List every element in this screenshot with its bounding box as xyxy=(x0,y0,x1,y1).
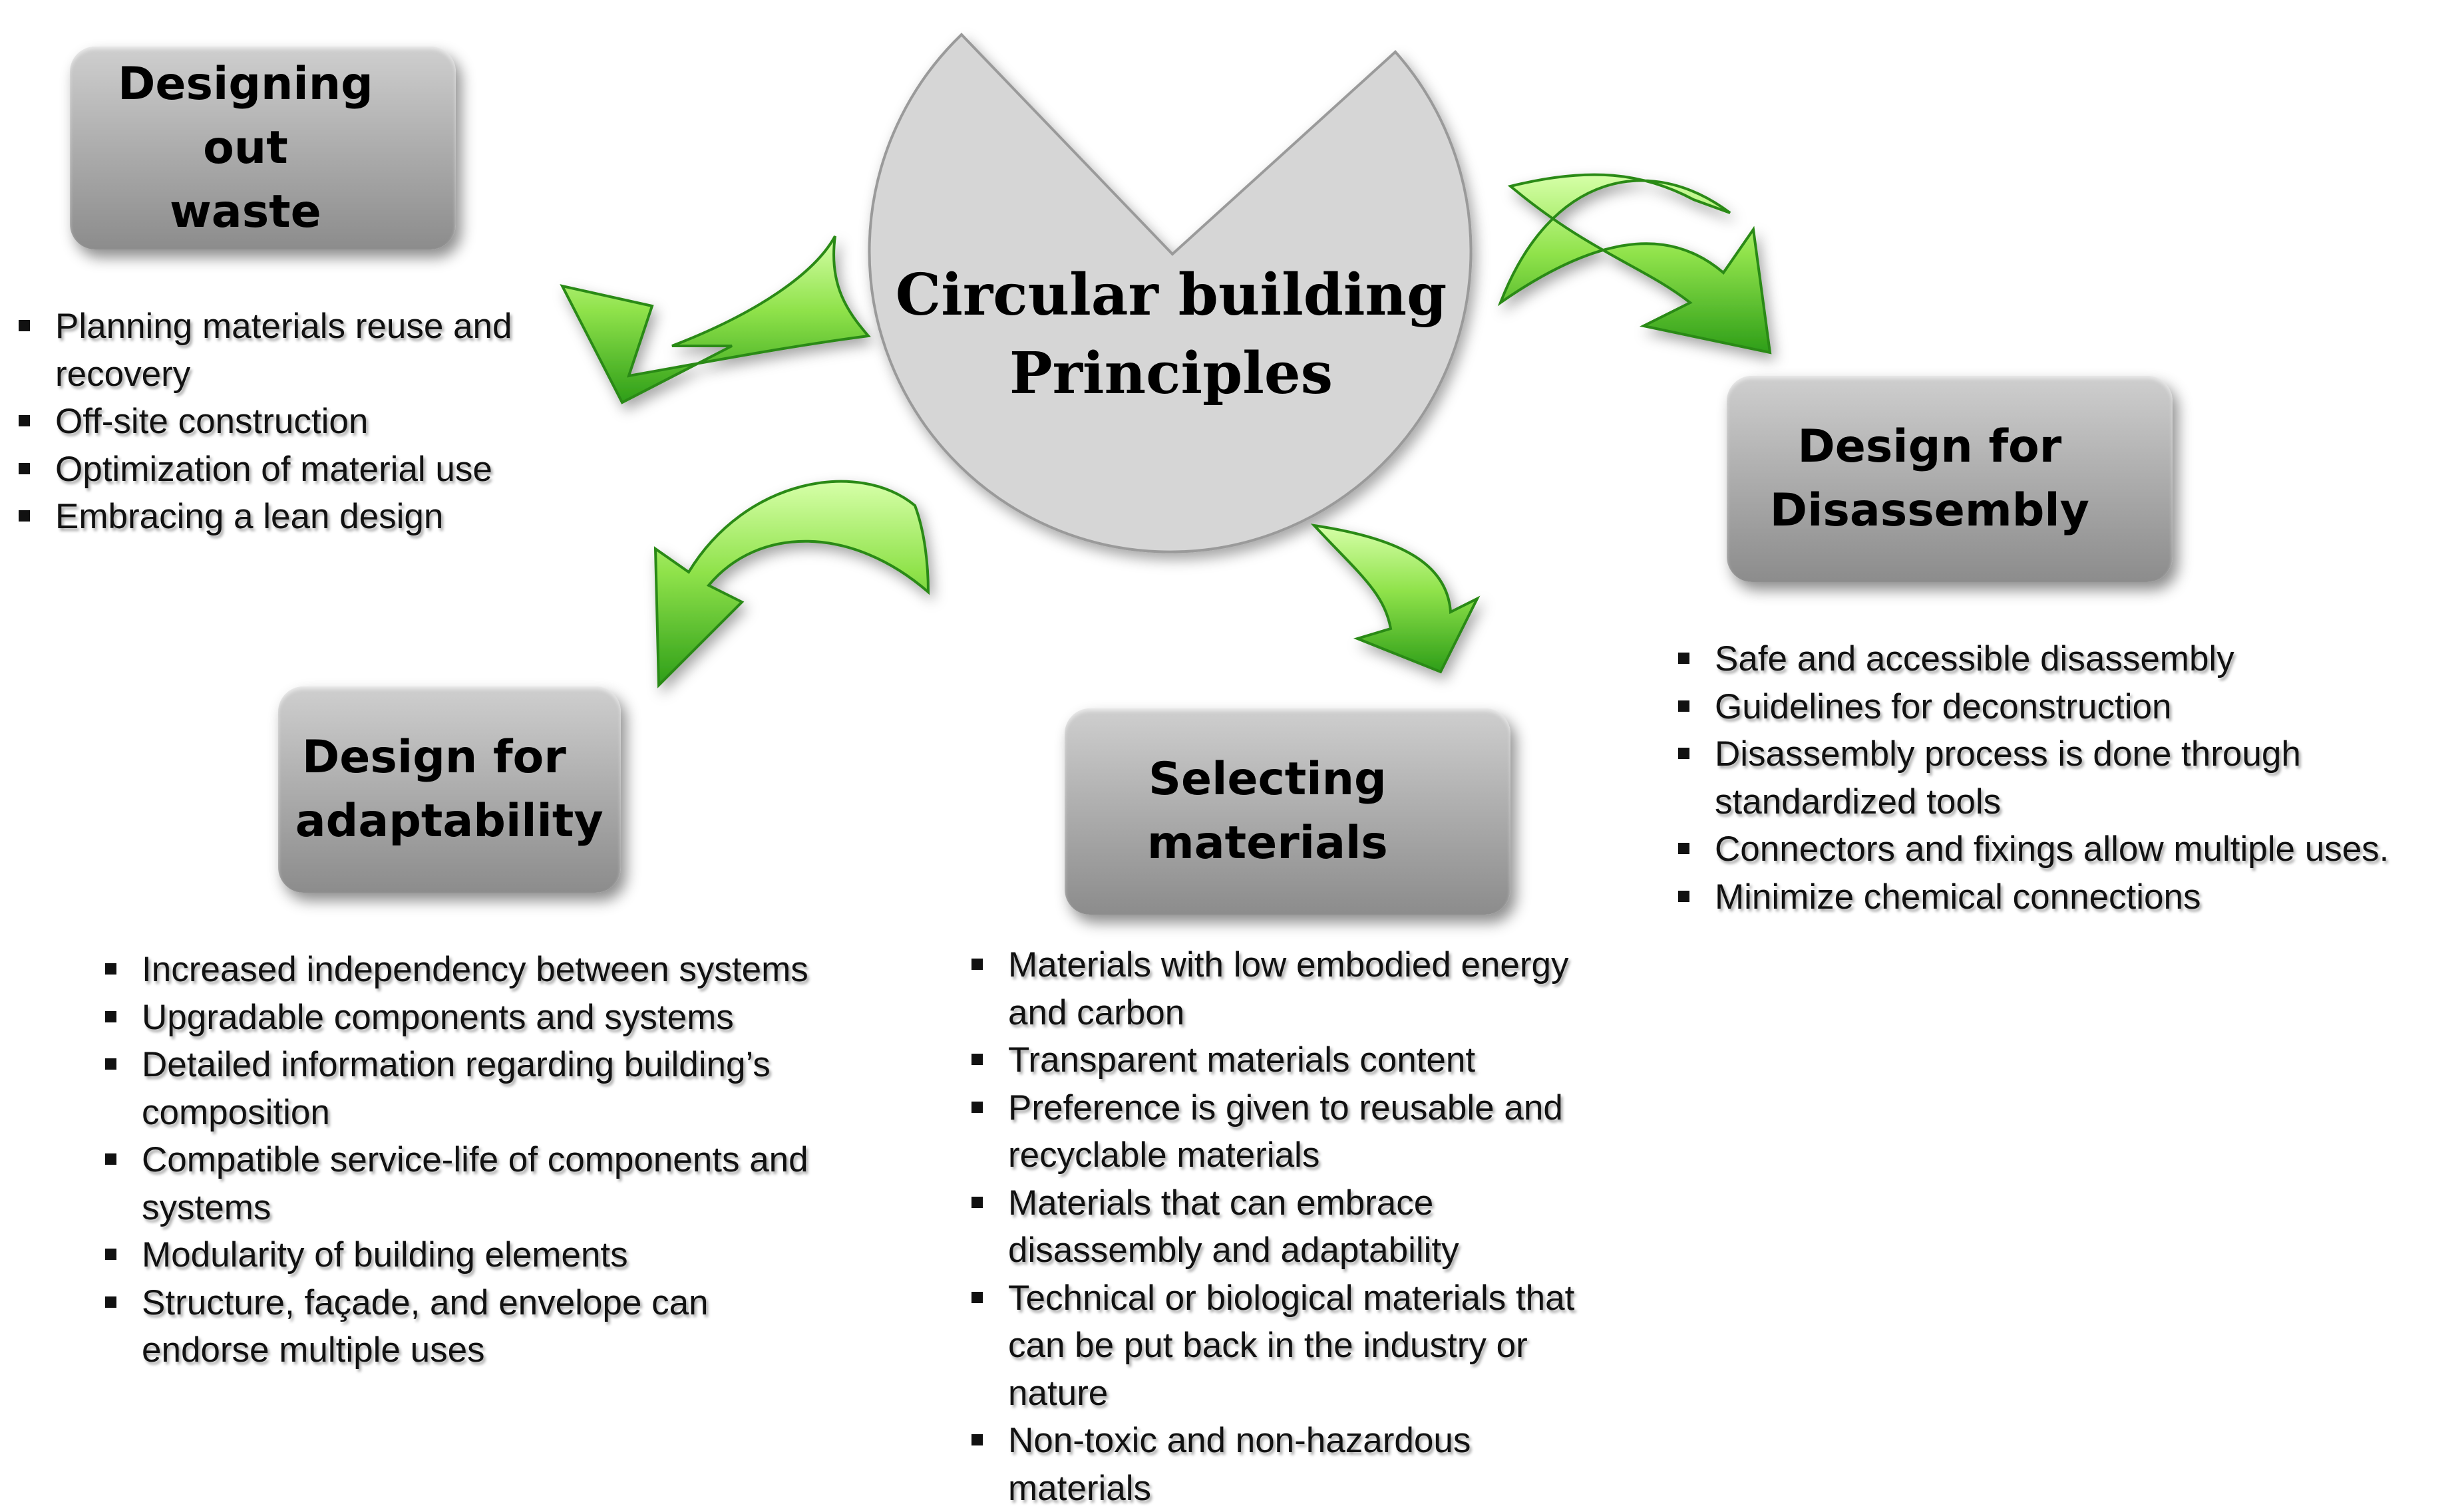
principle-list-designing-out-waste: Planning materials reuse and recovery Of… xyxy=(19,303,524,541)
principle-box-designing-out-waste: Designing out waste xyxy=(70,47,456,249)
principle-heading-line-2: adaptability xyxy=(295,795,604,847)
list-item: Non-toxic and non-hazardous materials xyxy=(971,1417,1610,1512)
diagram-canvas: Circular building Principles Designing o… xyxy=(19,33,2450,1508)
center-title-line-2: Principles xyxy=(1009,340,1333,407)
principle-heading-line-2: waste xyxy=(169,185,321,238)
center-circle-shape xyxy=(868,33,1473,553)
list-item: Structure, façade, and envelope can endo… xyxy=(105,1279,824,1374)
principle-list-design-for-adaptability: Increased independency between systems U… xyxy=(105,946,824,1374)
arrow-to-design-for-adaptability xyxy=(653,480,930,688)
list-item: Connectors and fixings allow multiple us… xyxy=(1678,826,2450,873)
list-item: Planning materials reuse and recovery xyxy=(19,303,524,398)
list-item: Materials with low embodied energy and c… xyxy=(971,941,1610,1036)
list-item: Upgradable components and systems xyxy=(105,994,824,1042)
center-title-line-1: Circular building xyxy=(895,261,1447,329)
list-item: Optimization of material use xyxy=(19,446,524,494)
principle-heading-line-1: Design for xyxy=(1797,420,2062,473)
principle-box-design-for-adaptability: Design for adaptability xyxy=(278,686,621,893)
list-item: Compatible service-life of components an… xyxy=(105,1136,824,1231)
list-item: Embracing a lean design xyxy=(19,493,524,541)
principle-list-selecting-materials: Materials with low embodied energy and c… xyxy=(971,941,1610,1512)
arrow-to-designing-out-waste xyxy=(560,235,871,404)
arrow-to-design-for-disassembly xyxy=(1497,173,1772,355)
list-item: Technical or biological materials that c… xyxy=(971,1275,1610,1418)
principle-heading-line-1: Designing out xyxy=(117,57,373,174)
principle-heading-line-1: Selecting xyxy=(1148,753,1387,806)
list-item: Materials that can embrace disassembly a… xyxy=(971,1179,1610,1275)
list-item: Disassembly process is done through stan… xyxy=(1678,730,2450,826)
principle-heading-line-2: materials xyxy=(1146,817,1388,869)
list-item: Detailed information regarding building’… xyxy=(105,1041,824,1136)
list-item: Preference is given to reusable and recy… xyxy=(971,1084,1610,1179)
list-item: Modularity of building elements xyxy=(105,1231,824,1279)
principle-box-selecting-materials: Selecting materials xyxy=(1065,708,1510,915)
list-item: Transparent materials content xyxy=(971,1036,1610,1084)
principle-list-design-for-disassembly: Safe and accessible disassembly Guidelin… xyxy=(1678,635,2450,921)
list-item: Minimize chemical connections xyxy=(1678,873,2450,921)
diagram-graphics xyxy=(560,33,1772,688)
principle-box-design-for-disassembly: Design for Disassembly xyxy=(1727,376,2173,582)
center-title: Circular building Principles xyxy=(855,256,1487,413)
list-item: Guidelines for deconstruction xyxy=(1678,683,2450,731)
list-item: Off-site construction xyxy=(19,398,524,446)
arrow-to-selecting-materials xyxy=(1310,524,1481,674)
principle-heading-line-2: Disassembly xyxy=(1769,484,2090,537)
principle-heading-line-1: Design for xyxy=(301,731,566,784)
list-item: Increased independency between systems xyxy=(105,946,824,994)
list-item: Safe and accessible disassembly xyxy=(1678,635,2450,683)
